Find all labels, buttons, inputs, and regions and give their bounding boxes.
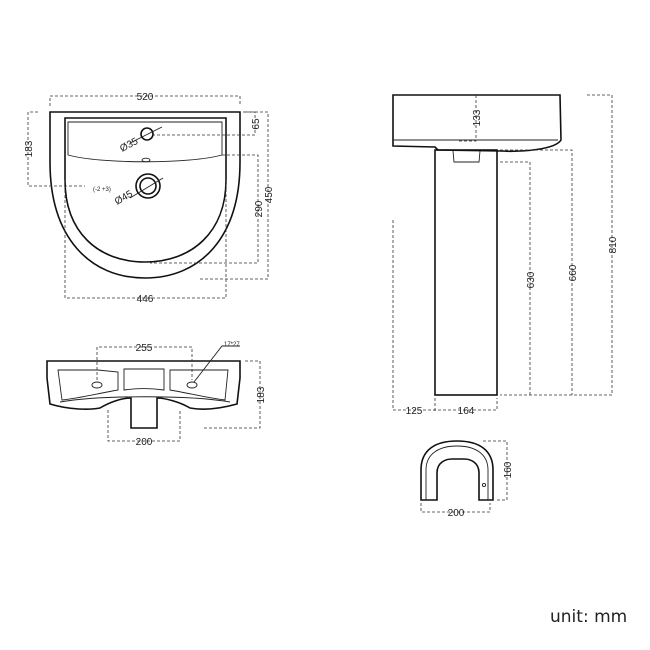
dim-tap-spacing: 255 [136, 343, 153, 354]
dim-depth: 450 [264, 186, 275, 203]
waste-outer [135, 173, 161, 199]
unit-label: unit: mm [550, 607, 628, 627]
bowl-outline [64, 117, 227, 263]
foot-screw-hole [481, 482, 487, 488]
dim-bowl-depth: 290 [254, 200, 265, 217]
foot-outline [420, 440, 494, 501]
dim-waste-hole: Ø45 [113, 188, 135, 207]
dim-foot-width: 200 [448, 508, 465, 519]
top-view: 520 183 65 450 290 446 Ø35 Ø45 (-2 +3) [24, 92, 275, 305]
basin-outline [49, 111, 241, 279]
foot-view: 160 200 [420, 440, 514, 519]
front-view: 255 17*27 183 200 [46, 342, 267, 448]
fixing-hole-right [186, 381, 198, 389]
overflow [141, 157, 151, 163]
dim-630: 630 [526, 271, 537, 288]
dim-pedestal-depth: 164 [458, 406, 475, 417]
dim-wall-offset: 125 [406, 406, 423, 417]
tolerance-note: (-2 +3) [93, 187, 111, 193]
dim-bowl-width: 446 [137, 294, 154, 305]
deck [67, 121, 223, 163]
fixing-hole-left [91, 381, 103, 389]
side-view: 133 630 660 810 125 164 [392, 94, 619, 417]
dim-foot-height: 160 [503, 461, 514, 478]
tap-hole [140, 127, 154, 141]
dim-front-height: 183 [256, 386, 267, 403]
dim-basin-height: 133 [472, 109, 483, 126]
dim-fixing-holes: 17*27 [224, 342, 240, 348]
waste-inner [139, 177, 157, 195]
dim-pedestal-width: 200 [136, 437, 153, 448]
dim-810: 810 [608, 236, 619, 253]
dim-deck-depth: 183 [24, 140, 35, 157]
dim-tap-hole: Ø35 [118, 136, 140, 155]
dim-tap-offset: 65 [251, 118, 262, 130]
side-pedestal [434, 149, 498, 396]
front-outline [46, 360, 241, 429]
dim-660: 660 [568, 264, 579, 281]
dim-width: 520 [137, 92, 154, 103]
